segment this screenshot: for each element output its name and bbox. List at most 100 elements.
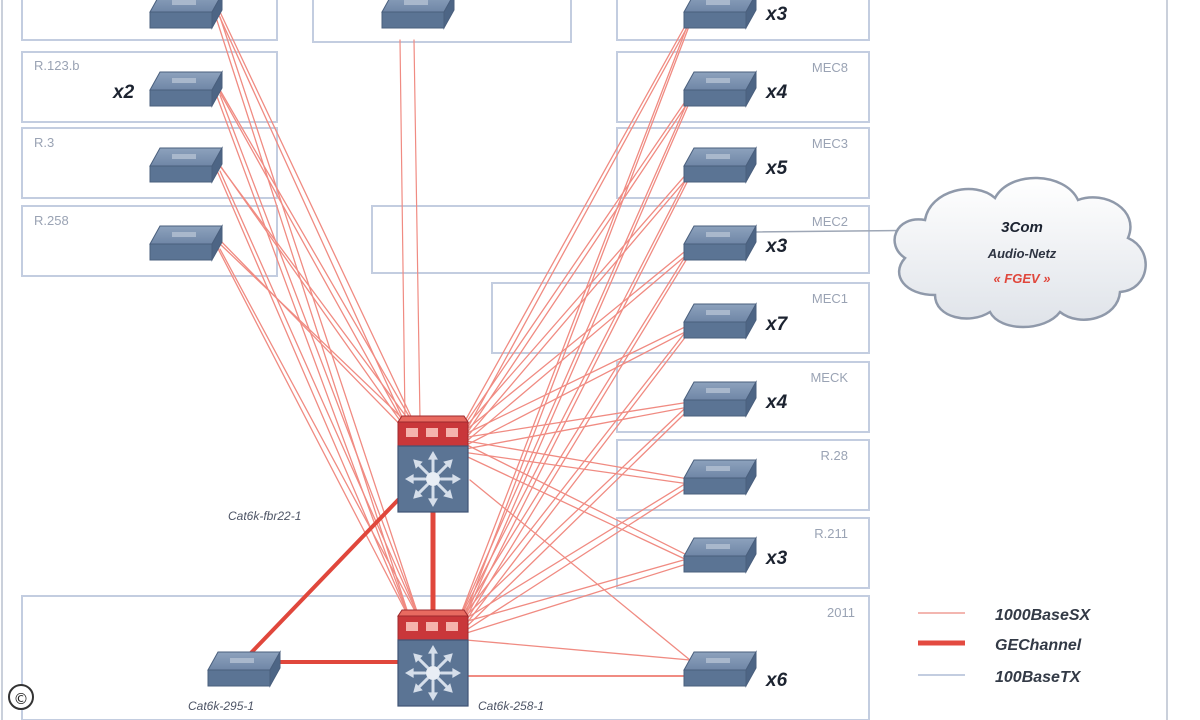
room-box [616, 51, 870, 123]
fiber-link [454, 450, 693, 564]
room-box [616, 517, 870, 589]
fiber-link [211, 4, 411, 621]
fiber-link [399, 39, 406, 421]
cloud-shape [893, 176, 1147, 329]
access-switch-icon [683, 458, 757, 496]
room-box [371, 205, 870, 274]
core-switch-icon [397, 609, 469, 707]
fiber-link [211, 236, 411, 621]
fiber-link [456, 95, 693, 637]
room-label: R.3 [34, 135, 54, 150]
fiber-link [219, 89, 421, 436]
room-label: R.123.b [34, 58, 80, 73]
switch-multiplier: x7 [765, 314, 789, 335]
fiber-link [454, 249, 693, 452]
links-layer [211, 0, 946, 677]
fiber-link [454, 322, 693, 440]
fiber-link [454, 17, 693, 452]
room-box [491, 282, 870, 354]
fiber-link [454, 450, 693, 486]
room-label: R.211 [814, 526, 848, 541]
fiber-link [454, 90, 693, 440]
fiber-link [211, 158, 411, 621]
room-box [312, 0, 572, 43]
outer-frame [1, 0, 1168, 720]
fiber-link [456, 483, 693, 637]
cloud-tag: « FGEV » [993, 271, 1050, 286]
room-label: R.258 [34, 213, 69, 228]
cloud-subtitle: Audio-Netz [987, 246, 1057, 261]
fiber-link [454, 166, 693, 440]
legend-label-100basetx: 100BaseTX [995, 669, 1082, 686]
fiber-link [211, 77, 411, 436]
room-box [616, 439, 870, 511]
access-switch-icon [683, 224, 757, 262]
fiber-link [211, 0, 411, 436]
fiber-link [454, 95, 693, 452]
access-switch-icon [149, 0, 223, 30]
room-box [616, 127, 870, 199]
fiber-link [454, 327, 693, 452]
access-switch-icon [683, 302, 757, 340]
fiber-link [454, 438, 693, 481]
fiber-link [456, 327, 693, 637]
legend: 1000BaseSX GEChannel 100BaseTX [918, 607, 1092, 686]
legend-label-gechannel: GEChannel [995, 637, 1082, 654]
core-switch-label: Cat6k-258-1 [478, 699, 544, 713]
access-switch-icon [207, 650, 281, 688]
fiber-link [456, 556, 693, 625]
switch-multiplier: x3 [765, 4, 788, 25]
fiber-link [219, 243, 421, 436]
fiber-link [454, 171, 693, 452]
switch-multiplier: x3 [765, 548, 788, 569]
fiber-link [219, 248, 421, 621]
fiber-link [456, 322, 693, 625]
copyright-badge: © [8, 684, 34, 710]
fiber-link [456, 166, 693, 625]
access-switch-icon [683, 70, 757, 108]
access-switch-icon [381, 0, 455, 30]
switch-multiplier: x3 [765, 236, 788, 257]
room-label: 2011 [827, 605, 855, 620]
fiber-link [456, 244, 693, 625]
rooms-layer: R.123.bR.3R.258MEC8MEC3MEC2MEC1MECKR.28R… [21, 0, 870, 720]
fiber-link [454, 12, 693, 440]
fiber-link [211, 231, 411, 436]
room-box [21, 0, 278, 41]
fiber-link [456, 17, 693, 637]
switch-multiplier: x4 [765, 82, 788, 103]
gechannel-link [246, 498, 400, 658]
fiber-link [454, 400, 693, 440]
access-switch-label: Cat6k-295-1 [188, 699, 254, 713]
devices-layer: x2x3x4x5x3x7x4x3x6Cat6k-fbr22-1Cat6k-258… [112, 0, 789, 713]
room-label: MEC8 [812, 60, 848, 75]
access-switch-icon [149, 70, 223, 108]
core-switch-icon [397, 415, 469, 513]
fiber-link [219, 94, 421, 621]
switch-multiplier: x4 [765, 392, 788, 413]
room-box [21, 205, 278, 277]
fiber-link [456, 400, 693, 625]
room-label: MEC3 [812, 136, 848, 151]
fiber-link [219, 170, 421, 621]
fiber-link [211, 82, 411, 621]
fiber-link [454, 438, 693, 559]
access-switch-icon [683, 146, 757, 184]
switch-multiplier: x6 [765, 670, 788, 691]
room-box [21, 595, 870, 720]
room-label: R.28 [821, 448, 848, 463]
access-switch-icon [683, 0, 757, 30]
legend-label-1000basesx: 1000BaseSX [995, 607, 1092, 624]
fiber-link [219, 165, 421, 436]
access-switch-icon [683, 536, 757, 574]
room-box [616, 0, 870, 41]
fiber-link [219, 11, 421, 436]
audio-network-cloud: 3Com Audio-Netz « FGEV » [893, 176, 1147, 329]
room-box [21, 127, 278, 199]
fiber-link [413, 39, 421, 421]
fiber-link [456, 90, 693, 625]
fiber-link [454, 405, 693, 452]
access-switch-icon [149, 224, 223, 262]
fiber-link [456, 405, 693, 637]
